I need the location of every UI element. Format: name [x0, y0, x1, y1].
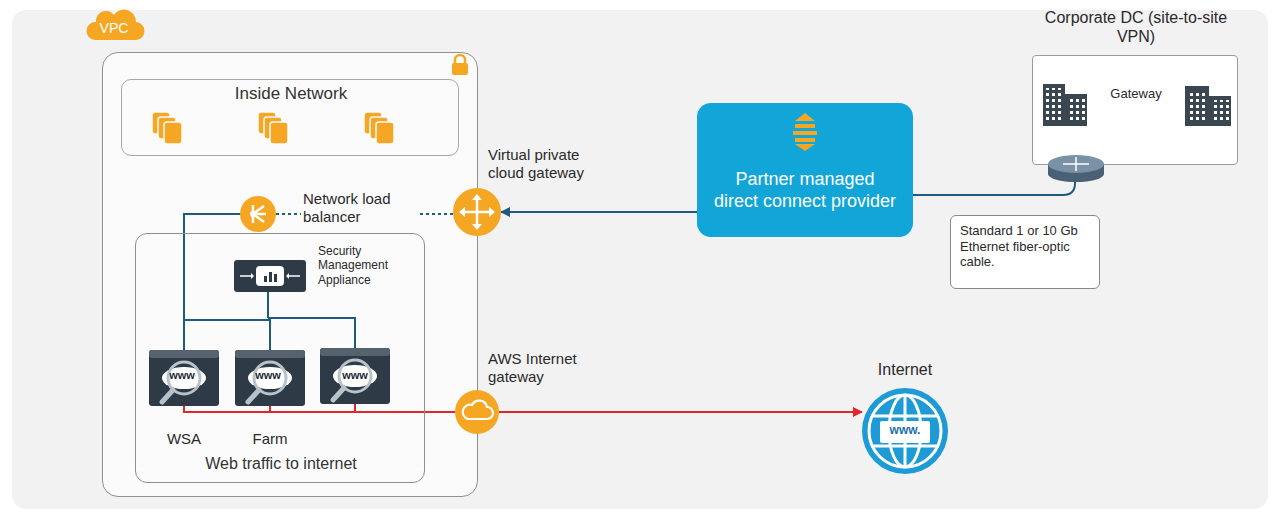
- security-appliance: Security Management Appliance: [234, 260, 306, 292]
- load-balancer-icon: Network load balancer: [240, 196, 276, 232]
- arrow-connector: [501, 211, 697, 213]
- direct-connect-box: Partner managed direct connect provider: [697, 103, 913, 237]
- node-label: Web traffic to internet: [136, 454, 426, 473]
- background-panel: [12, 10, 1268, 509]
- icon-text: www.: [880, 424, 930, 437]
- node-label: Farm: [235, 430, 305, 448]
- icon-text: www: [157, 369, 207, 381]
- vpc-fill: [102, 52, 478, 497]
- node-label: VPC: [87, 20, 141, 37]
- cable-callout: Standard 1 or 10 Gb Ethernet fiber-optic…: [950, 215, 1100, 289]
- internet-wire: [354, 404, 356, 412]
- icon-text: www: [243, 369, 293, 381]
- node-label: Virtual private cloud gateway: [488, 146, 618, 182]
- node-label: Corporate DC (site-to-site VPN): [1033, 8, 1239, 46]
- instance-icons: [152, 112, 394, 144]
- icon-text: www: [330, 369, 380, 381]
- node-label: WSA: [149, 430, 219, 448]
- vpc-boundary: VPCInside NetworkNetwork load balancerWe…: [102, 52, 478, 497]
- vpc-cloud: [86, 10, 144, 40]
- node-label: Security Management Appliance: [318, 244, 418, 287]
- node-label: Internet: [855, 360, 955, 379]
- corporate-dc-box: Corporate DC (site-to-site VPN)Gateway: [1032, 55, 1238, 165]
- node-label: Network load balancer: [301, 190, 419, 226]
- callout-fill: [950, 215, 1100, 289]
- dc-fill: [1032, 55, 1238, 165]
- arrow-connector: [499, 411, 862, 413]
- appliance-wires: [268, 290, 355, 348]
- internet-wire: [270, 406, 455, 412]
- node-label: Inside Network: [122, 84, 460, 104]
- lock-icon: [452, 55, 468, 75]
- node-label: Standard 1 or 10 Gb Ethernet fiber-optic…: [960, 223, 1092, 270]
- inside-network-box: Inside Network: [121, 79, 459, 156]
- vpc-gateway-icon: Virtual private cloud gateway: [453, 188, 501, 236]
- node-sublabel: Gateway: [1089, 86, 1183, 102]
- internet-gateway-icon: AWS Internet gateway: [455, 390, 499, 434]
- node-label: Partner managed direct connect provider: [713, 169, 897, 212]
- node-label: AWS Internet gateway: [488, 350, 603, 386]
- wire-connector: [184, 214, 240, 350]
- internet-wire: [184, 406, 455, 412]
